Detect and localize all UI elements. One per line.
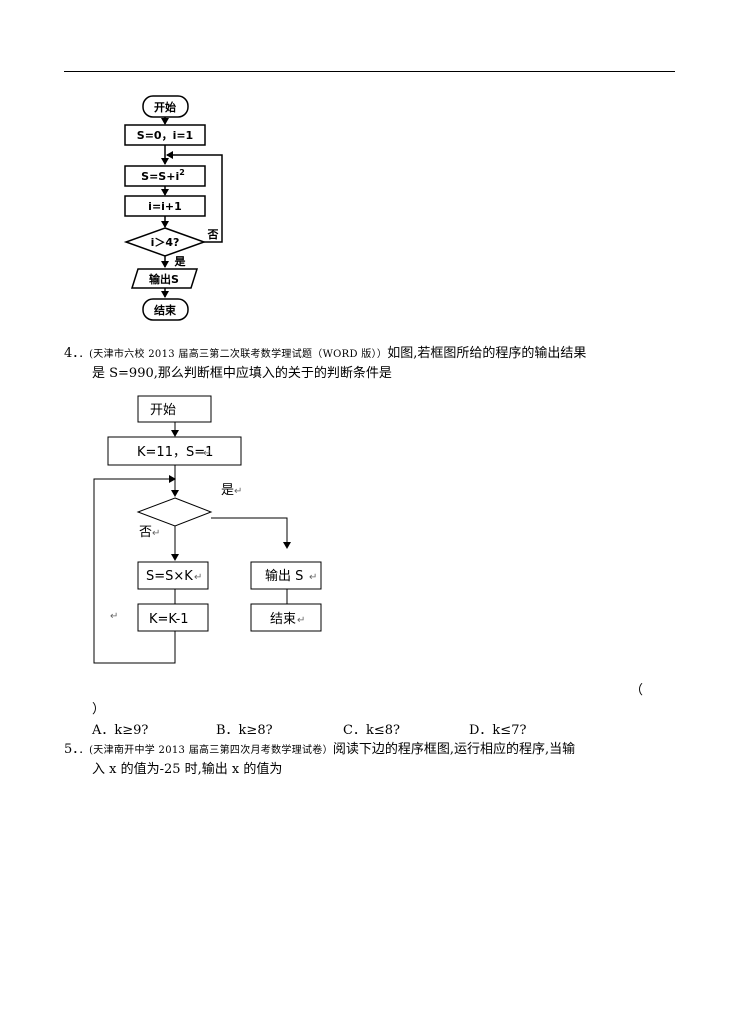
fc2-yes-label: 是 xyxy=(221,483,234,498)
fc1-end-box xyxy=(142,298,189,321)
q5-text1: 阅读下边的程序框图,运行相应的程序,当输 xyxy=(332,742,576,757)
fc2-output-label: 输出 S xyxy=(265,568,303,584)
fc2-no-mark: ↵ xyxy=(152,528,160,539)
fc1-step1-sup: 2 xyxy=(179,168,185,177)
fc2-end-mark: ↵ xyxy=(297,615,305,626)
fc2-left-mark: ↵ xyxy=(110,611,118,622)
header-rule xyxy=(64,71,675,72)
fc2-no-label: 否 xyxy=(139,525,152,540)
fc2-cond-diamond xyxy=(136,497,213,527)
q5-source: ．(天津南开中学 2013 届高三第四次月考数学理试卷） xyxy=(78,745,333,756)
fc2-step2-label: K=K-1 xyxy=(149,612,189,627)
fc2-start-label: 开始 xyxy=(150,403,176,418)
q4-line1: 4．．(天津市六校 2013 届高三第二次联考数学理试题（WORD 版））如图,… xyxy=(64,345,684,364)
fc1-no-label: 否 xyxy=(207,228,219,241)
fc2-yes-mark: ↵ xyxy=(234,486,242,497)
fc2-step1-box xyxy=(137,561,209,590)
fc1-init-label: S=0，i=1 xyxy=(137,129,193,142)
fc2-step1-mark: ↵ xyxy=(194,572,202,583)
fc2-end-box xyxy=(250,603,322,632)
q4-source: ．(天津市六校 2013 届高三第二次联考数学理试题（WORD 版）） xyxy=(78,349,388,360)
fc2-init-label: K=11，S=1 xyxy=(137,445,213,460)
q5-number: 5． xyxy=(64,742,79,757)
fc2-end-label: 结束 xyxy=(270,612,296,627)
fc1-output-label: 输出S xyxy=(149,272,179,286)
q4-text1: 如图,若框图所给的程序的输出结果 xyxy=(387,346,587,361)
q4-option-a: A．k≥9? xyxy=(92,723,149,738)
fc1-step1-label: S=S+i2 xyxy=(141,168,185,183)
fc2-step1-label: S=S×K xyxy=(146,569,193,584)
q4-option-c: C．k≤8? xyxy=(343,723,400,738)
q4-text2: 是 S=990,那么判断框中应填入的关于的判断条件是 xyxy=(92,366,392,381)
fc2-loop-line xyxy=(93,475,176,664)
fc2-output-mark: ↵ xyxy=(309,572,317,583)
fc2-yes-line xyxy=(211,517,291,549)
fc1-output-box xyxy=(130,268,199,289)
fc1-loop-line xyxy=(166,151,223,243)
q5-line1: 5．．(天津南开中学 2013 届高三第四次月考数学理试卷）阅读下边的程序框图,… xyxy=(64,741,684,760)
q4-option-b: B．k≥8? xyxy=(216,723,273,738)
fc2-output-box xyxy=(250,561,322,590)
q5-line2: 入 x 的值为-25 时,输出 x 的值为 xyxy=(92,761,282,779)
fc1-step2-label: i=i+1 xyxy=(148,200,182,213)
fc1-step1-main: S=S+i xyxy=(141,170,179,183)
q4-paren-open: （ xyxy=(630,683,644,698)
fc1-yes-label: 是 xyxy=(174,255,187,268)
fc2-step2-box xyxy=(137,603,209,632)
fc2-init-mark: ↵ xyxy=(203,448,211,459)
q4-number: 4． xyxy=(64,346,79,361)
fc1-end-label: 结束 xyxy=(153,303,177,317)
q4-line2: 是 S=990,那么判断框中应填入的关于的判断条件是 xyxy=(92,365,392,383)
fc1-start-label: 开始 xyxy=(154,100,176,114)
q4-option-d: D．k≤7? xyxy=(469,723,527,738)
q4-paren-close: ） xyxy=(92,702,106,717)
fc1-cond-label: i＞4? xyxy=(151,236,180,249)
q5-text2: 入 x 的值为-25 时,输出 x 的值为 xyxy=(92,762,283,777)
